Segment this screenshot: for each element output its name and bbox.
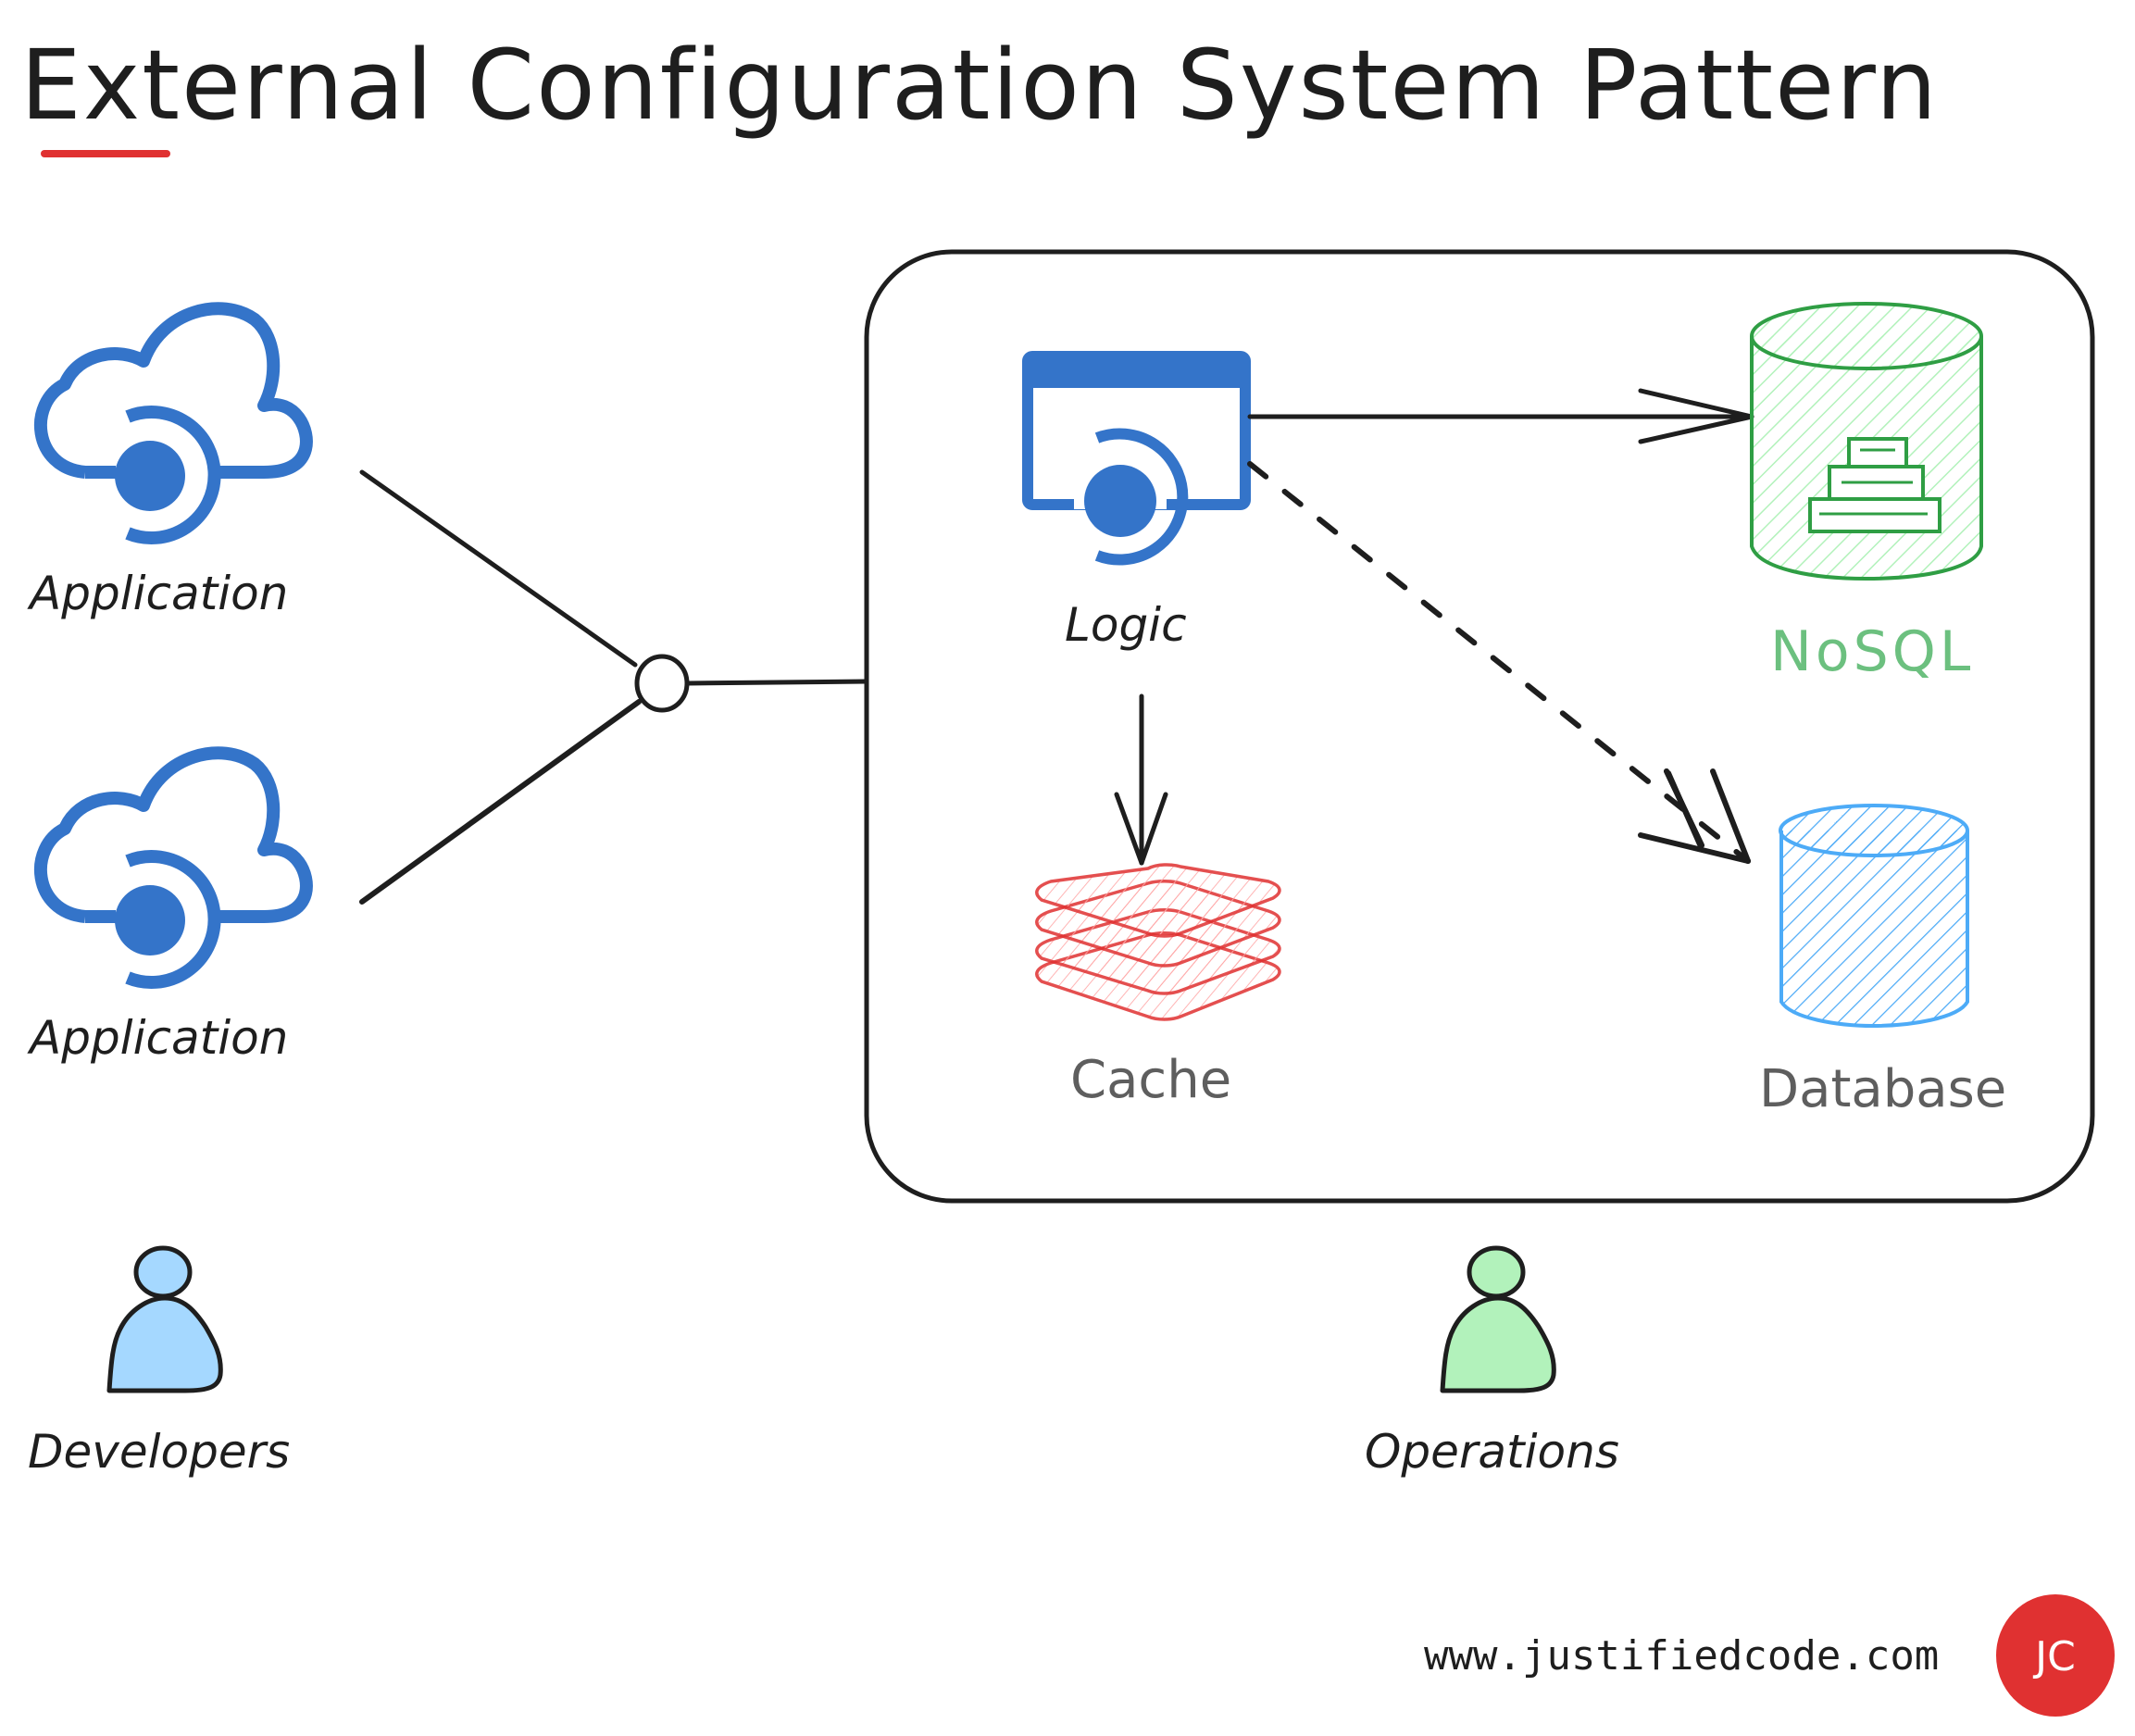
layers-stack-icon	[1035, 863, 1281, 1021]
cache-label: Cache	[1070, 1050, 1231, 1110]
cloud-app-icon	[33, 302, 313, 544]
edge-logic-nosql	[1247, 388, 1754, 444]
cloud-app-icon	[33, 746, 313, 989]
app-window-icon	[1022, 351, 1251, 566]
nosql-node[interactable]: NoSQL	[1750, 302, 1983, 684]
logic-label: Logic	[1065, 598, 1187, 652]
person-icon	[106, 1245, 223, 1393]
edge-junction-container	[686, 679, 868, 686]
junction-circle[interactable]	[634, 654, 690, 713]
database-label: Database	[1759, 1059, 2006, 1119]
developers-node[interactable]: Developers	[28, 1245, 290, 1479]
person-icon	[1440, 1245, 1556, 1393]
database-node[interactable]: Database	[1759, 804, 2006, 1119]
application-label-1: Application	[27, 567, 288, 620]
operations-label: Operations	[1365, 1425, 1619, 1479]
config-system-container[interactable]	[864, 249, 2095, 1204]
edge-app1-junction	[359, 469, 638, 668]
application-node-2[interactable]: Application	[27, 746, 313, 1065]
website-link[interactable]: www.justifiedcode.com	[1424, 1632, 1939, 1680]
jc-badge-text: JC	[2032, 1633, 2076, 1680]
logic-node[interactable]: Logic	[1022, 351, 1251, 652]
developers-label: Developers	[28, 1425, 290, 1479]
cache-node[interactable]: Cache	[1035, 863, 1281, 1110]
database-arrowhead	[1638, 768, 1751, 864]
nosql-label: NoSQL	[1770, 619, 1974, 684]
jc-badge	[1996, 1594, 2115, 1717]
application-label-2: Application	[27, 1011, 288, 1065]
operations-node[interactable]: Operations	[1365, 1245, 1619, 1479]
edge-logic-database	[1247, 461, 1751, 864]
database-cylinder-icon	[1779, 804, 1969, 1029]
edge-logic-cache	[1114, 693, 1168, 866]
edge-app2-junction	[359, 699, 642, 905]
nosql-cylinder-icon	[1750, 302, 1983, 581]
application-node-1[interactable]: Application	[27, 302, 313, 620]
page-title: External Configuration System Pattern	[20, 29, 1939, 142]
